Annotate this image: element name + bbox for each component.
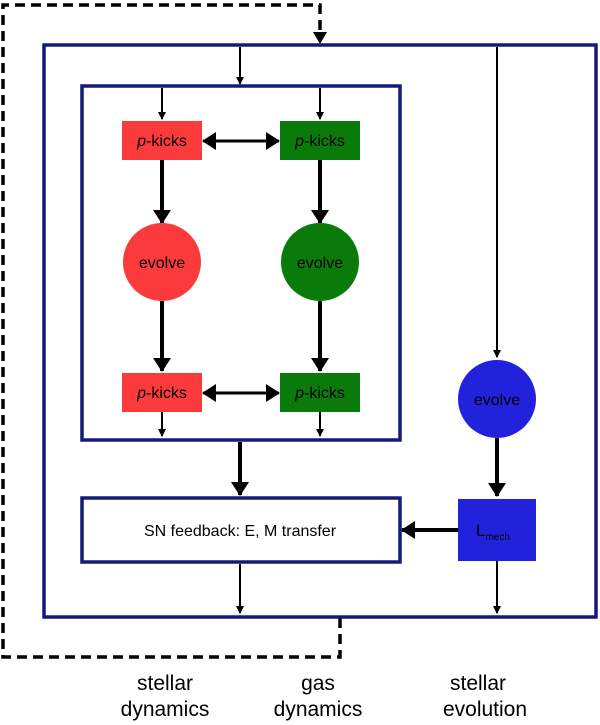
sn-feedback-label: SN feedback: E, M transfer [144,523,337,540]
pkicks-green-bottom-box [280,373,360,412]
evolve-green-label: evolve [297,255,343,272]
column-label-stellar-dynamics-2: dynamics [121,698,210,721]
evolve-blue-label: evolve [474,392,520,409]
pkicks-red-top-box [122,121,202,160]
dashed-loop-arrowhead [313,32,327,44]
dashed-feedback-loop [1,3,342,659]
pkicks-green-top-box [280,121,360,160]
sn-feedback-box [80,496,402,564]
outer-frame [42,43,598,619]
column-label-stellar-dynamics-1: stellar [137,672,193,695]
inner-frame [80,84,402,442]
evolve-red-circle [123,223,201,301]
lmech-label: Lmech [476,521,510,543]
pkicks-red-bottom-box [122,373,202,412]
column-label-stellar-evolution-2: evolution [443,698,527,721]
column-label-gas-dynamics-2: dynamics [274,698,363,721]
evolve-blue-circle [458,360,536,438]
evolve-green-circle [281,223,359,301]
evolve-red-label: evolve [139,255,185,272]
pkicks-green-bottom-label: p-kicks [294,385,345,402]
column-label-stellar-evolution-1: stellar [450,672,506,695]
lmech-box [458,499,536,561]
pkicks-red-top-label: p-kicks [136,133,187,150]
pkicks-green-top-label: p-kicks [294,133,345,150]
pkicks-red-bottom-label: p-kicks [136,385,187,402]
column-label-gas-dynamics-1: gas [301,672,335,695]
